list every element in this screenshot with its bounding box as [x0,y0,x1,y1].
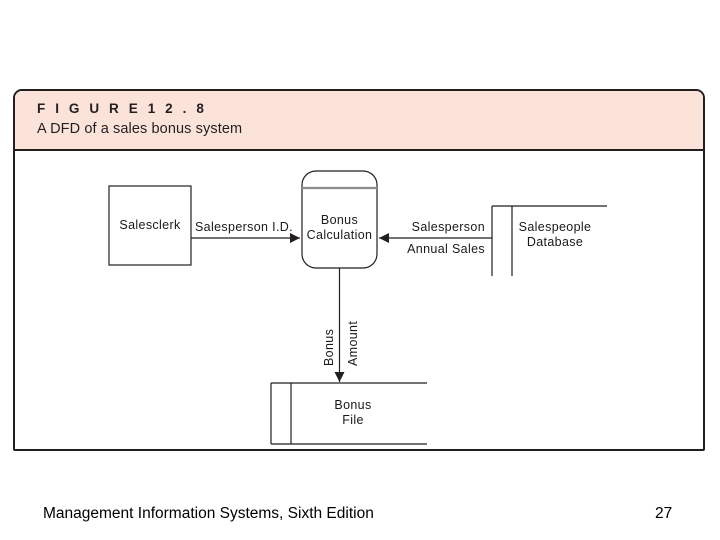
flow-label-amount: Amount [346,321,360,366]
dfd-canvas: Salesclerk Salesperson I.D. Bonus Calcul… [15,151,703,451]
figure-caption-band: F I G U R E 1 2 . 8 A DFD of a sales bon… [15,91,703,151]
bonus-file-label-line2: File [342,413,364,427]
flow-label-bonus: Bonus [322,329,336,366]
footer-page-number: 27 [655,505,673,522]
data-store-bonus-file: Bonus File [270,382,427,445]
external-entity-salesclerk: Salesclerk [108,185,192,266]
data-store-salespeople-database: Salespeople Database [491,205,607,276]
process-bonus-calculation: Bonus Calculation [301,170,378,269]
flow-label-annual-sales: Annual Sales [407,242,485,256]
dfd-svg: Salesclerk Salesperson I.D. Bonus Calcul… [108,170,607,445]
flow-label-salesperson: Salesperson [412,220,485,234]
figure-frame: F I G U R E 1 2 . 8 A DFD of a sales bon… [13,89,705,451]
flow-label-salesperson-id: Salesperson I.D. [195,220,293,234]
flow-salesperson-annual-sales: Salesperson Annual Sales [379,220,492,256]
salespeople-database-label-line2: Database [527,235,583,249]
flow-bonus-amount: Bonus Amount [322,268,360,382]
flow-salesperson-id: Salesperson I.D. [191,220,300,243]
salespeople-database-label-line1: Salespeople [519,220,592,234]
bonus-file-label-line1: Bonus [334,398,371,412]
bonus-calculation-label-line1: Bonus [321,213,358,227]
bonus-calculation-label-line2: Calculation [307,228,373,242]
figure-number: F I G U R E 1 2 . 8 [37,101,207,116]
footer-book-title: Management Information Systems, Sixth Ed… [43,505,374,522]
salesclerk-label: Salesclerk [119,218,181,232]
figure-caption-text: A DFD of a sales bonus system [37,121,243,137]
